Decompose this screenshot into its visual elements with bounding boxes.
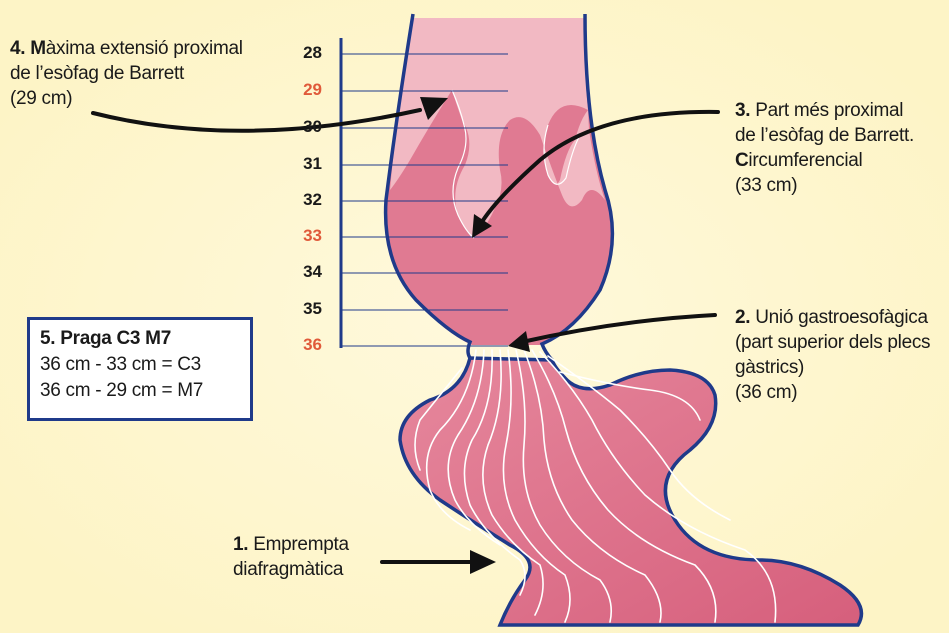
- label-text: de l’esòfag de Barrett.: [735, 123, 914, 148]
- label-initial: M: [30, 38, 46, 59]
- label-number: 4.: [10, 38, 25, 59]
- scale-tick-label: 28: [282, 43, 322, 63]
- label-gastroesophageal-junction: 2. Unió gastroesofàgica (part superior d…: [735, 305, 930, 405]
- scale-tick-label: 36: [282, 335, 322, 355]
- label-text: Emprempta: [248, 534, 348, 555]
- label-number: 1.: [233, 534, 248, 555]
- label-text: (part superior dels plecs: [735, 330, 930, 355]
- scale-tick-label: 32: [282, 190, 322, 210]
- label-number: 3.: [735, 100, 750, 121]
- scale-tick-label: 33: [282, 226, 322, 246]
- label-measure: (33 cm): [735, 173, 914, 198]
- label-text: de l’esòfag de Barrett: [10, 61, 243, 86]
- label-measure: (29 cm): [10, 86, 243, 111]
- label-max-proximal-extent: 4. Màxima extensió proximal de l’esòfag …: [10, 36, 243, 111]
- scale-tick-label: 34: [282, 262, 322, 282]
- label-measure: (36 cm): [735, 380, 930, 405]
- label-diaphragmatic-impression: 1. Emprempta diafragmàtica: [233, 532, 349, 582]
- label-text: diafragmàtica: [233, 557, 349, 582]
- label-text: Part més proximal: [750, 100, 903, 121]
- label-text: Unió gastroesofàgica: [750, 307, 927, 328]
- label-initial: C: [735, 150, 748, 171]
- scale-tick-label: 30: [282, 117, 322, 137]
- label-circumferential: 3. Part més proximal de l’esòfag de Barr…: [735, 98, 914, 198]
- praga-classification-box: 5. Praga C3 M7 36 cm - 33 cm = C3 36 cm …: [27, 317, 253, 421]
- scale-tick-label: 35: [282, 299, 322, 319]
- label-text: àxima extensió proximal: [46, 38, 243, 59]
- praga-calc-c: 36 cm - 33 cm = C3: [40, 352, 250, 378]
- label-text: gàstrics): [735, 355, 930, 380]
- praga-title: 5. Praga C3 M7: [40, 326, 250, 352]
- praga-calc-m: 36 cm - 29 cm = M7: [40, 378, 250, 404]
- scale-tick-label: 31: [282, 154, 322, 174]
- label-number: 2.: [735, 307, 750, 328]
- scale-tick-label: 29: [282, 80, 322, 100]
- label-text: ircumferencial: [748, 150, 862, 171]
